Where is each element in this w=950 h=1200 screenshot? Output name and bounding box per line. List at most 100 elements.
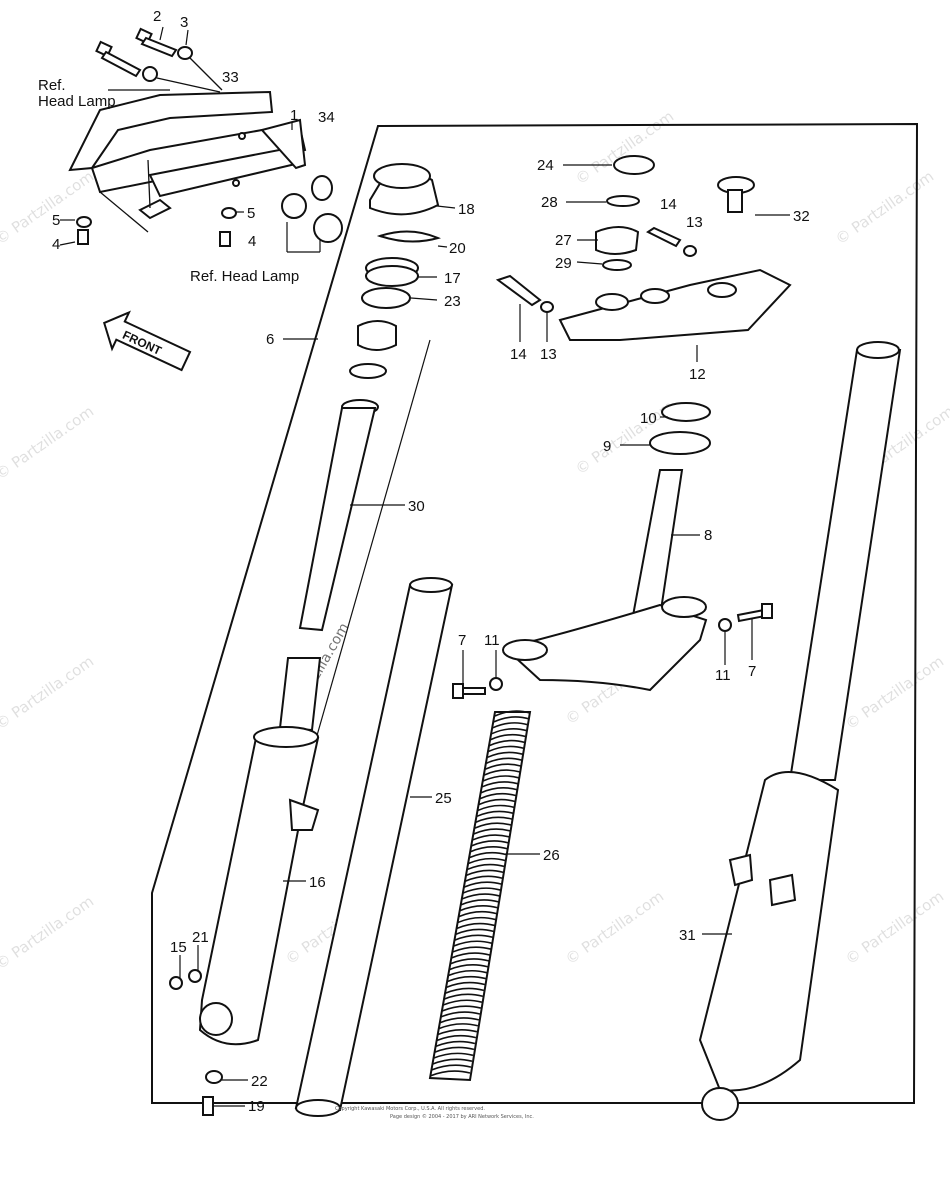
callout-label: 4: [248, 233, 256, 250]
front-arrow: FRONT: [102, 310, 192, 372]
spring-coil: [446, 975, 486, 983]
stem-clamp-hardware: [452, 603, 773, 699]
watermark: © Partzilla.com: [572, 107, 677, 188]
callout-label: 29: [555, 255, 572, 272]
callout-label: 32: [793, 208, 810, 225]
spring-coil: [475, 816, 513, 823]
leader-lines: [59, 26, 790, 1107]
spring-coil: [455, 928, 494, 936]
callout-label: 9: [603, 438, 611, 455]
spring-coil: [469, 851, 507, 859]
spring-coil: [457, 916, 496, 924]
spring-coil: [494, 710, 531, 717]
callout-label: 6: [266, 331, 274, 348]
spring-coil: [440, 1011, 481, 1018]
spring-coil: [438, 1023, 479, 1030]
callout-label: 5: [52, 212, 60, 229]
bracket-hardware: [76, 27, 343, 247]
callout-label: 11: [484, 632, 500, 649]
spring-coil: [485, 763, 522, 770]
spring-coil: [453, 940, 492, 947]
callout-label: 31: [679, 927, 696, 944]
spring-coil: [476, 810, 514, 818]
top-bridge-parts: [495, 155, 792, 341]
callout-label: 15: [170, 939, 187, 956]
watermark: © Partzilla.com: [0, 402, 97, 483]
callout-label: 18: [458, 201, 475, 218]
spring-coil: [479, 792, 517, 800]
spring-coil: [486, 757, 523, 764]
spring-coil: [465, 869, 504, 877]
spring-coil: [432, 1052, 474, 1060]
spring-coil: [456, 922, 495, 930]
callout-label: 12: [689, 366, 706, 383]
callout-label: 26: [543, 847, 560, 864]
callout-label: 7: [748, 663, 756, 680]
steering-stem: [502, 402, 711, 692]
spring-coil: [430, 1064, 472, 1071]
callout-label: 21: [192, 929, 209, 946]
spring-coil: [471, 840, 509, 847]
spring-coil: [461, 893, 500, 900]
callout-label: 20: [449, 240, 466, 257]
right-fork-assembly: [698, 341, 902, 1121]
callout-label: 30: [408, 498, 425, 515]
spring-coil: [437, 1028, 478, 1036]
watermark: © Partzilla.com: [832, 167, 937, 248]
spring-coil: [435, 1040, 476, 1048]
watermark: © Partzilla.com: [0, 892, 97, 973]
callout-label: 14: [510, 346, 527, 363]
ref-headlamp-top-line2: Head Lamp: [38, 93, 116, 110]
spring-coil: [460, 899, 499, 906]
callouts: 2 3 33 1 34 5 4 5 4 18 20 17 23 6 24 28 …: [52, 8, 810, 1115]
watermark: © Partzilla.com: [0, 652, 97, 733]
spring-coil: [473, 828, 511, 835]
spring-coil: [436, 1034, 477, 1042]
callout-label: 13: [540, 346, 557, 363]
spring-coil: [463, 881, 502, 888]
callout-label: 5: [247, 205, 255, 222]
spring-coil: [451, 952, 490, 959]
callout-label: 19: [248, 1098, 265, 1115]
spring-coil: [468, 857, 506, 865]
spring-coil: [487, 751, 524, 759]
spring-coil: [444, 987, 484, 995]
callout-label: 24: [537, 157, 554, 174]
left-fork-tube: [294, 577, 454, 1117]
ref-headlamp-bottom: Ref. Head Lamp: [190, 268, 299, 285]
spring-coil: [482, 775, 520, 782]
spring-coil: [431, 1058, 473, 1065]
spring-coil: [480, 786, 518, 794]
spring-coil: [464, 875, 503, 882]
spring-coil: [433, 1046, 475, 1054]
callout-label: 10: [640, 410, 657, 427]
callout-label: 13: [686, 214, 703, 231]
spring-coil: [493, 716, 530, 723]
spring-coil: [462, 887, 501, 894]
callout-label: 16: [309, 874, 326, 891]
spring-coil: [481, 781, 519, 788]
spring-coil: [484, 769, 521, 776]
footer-copyright: Copyright Kawasaki Motors Corp., U.S.A. …: [335, 1106, 485, 1112]
spring-coil: [472, 834, 510, 841]
callout-label: 11: [715, 667, 731, 684]
spring-coil: [458, 910, 497, 918]
callout-label: 17: [444, 270, 461, 287]
headlight-bracket-assembly: [68, 90, 307, 233]
callout-label: 28: [541, 194, 558, 211]
footer-page-design: Page design © 2004 - 2017 by ARI Network…: [390, 1113, 534, 1120]
spring-coil: [466, 863, 505, 871]
spring-coil: [429, 1070, 471, 1077]
ref-headlamp-top-line1: Ref.: [38, 77, 66, 94]
spring-coil: [492, 722, 529, 729]
spring-coil: [447, 969, 487, 977]
left-axle-hardware: [169, 969, 223, 1116]
spring-coil: [452, 946, 491, 953]
watermark: © Partzilla.com: [842, 887, 947, 968]
spring-coil: [441, 1005, 482, 1012]
spring-coil: [449, 958, 489, 965]
spring-coil: [439, 1017, 480, 1024]
spring-coil: [489, 739, 526, 747]
callout-label: 8: [704, 527, 712, 544]
